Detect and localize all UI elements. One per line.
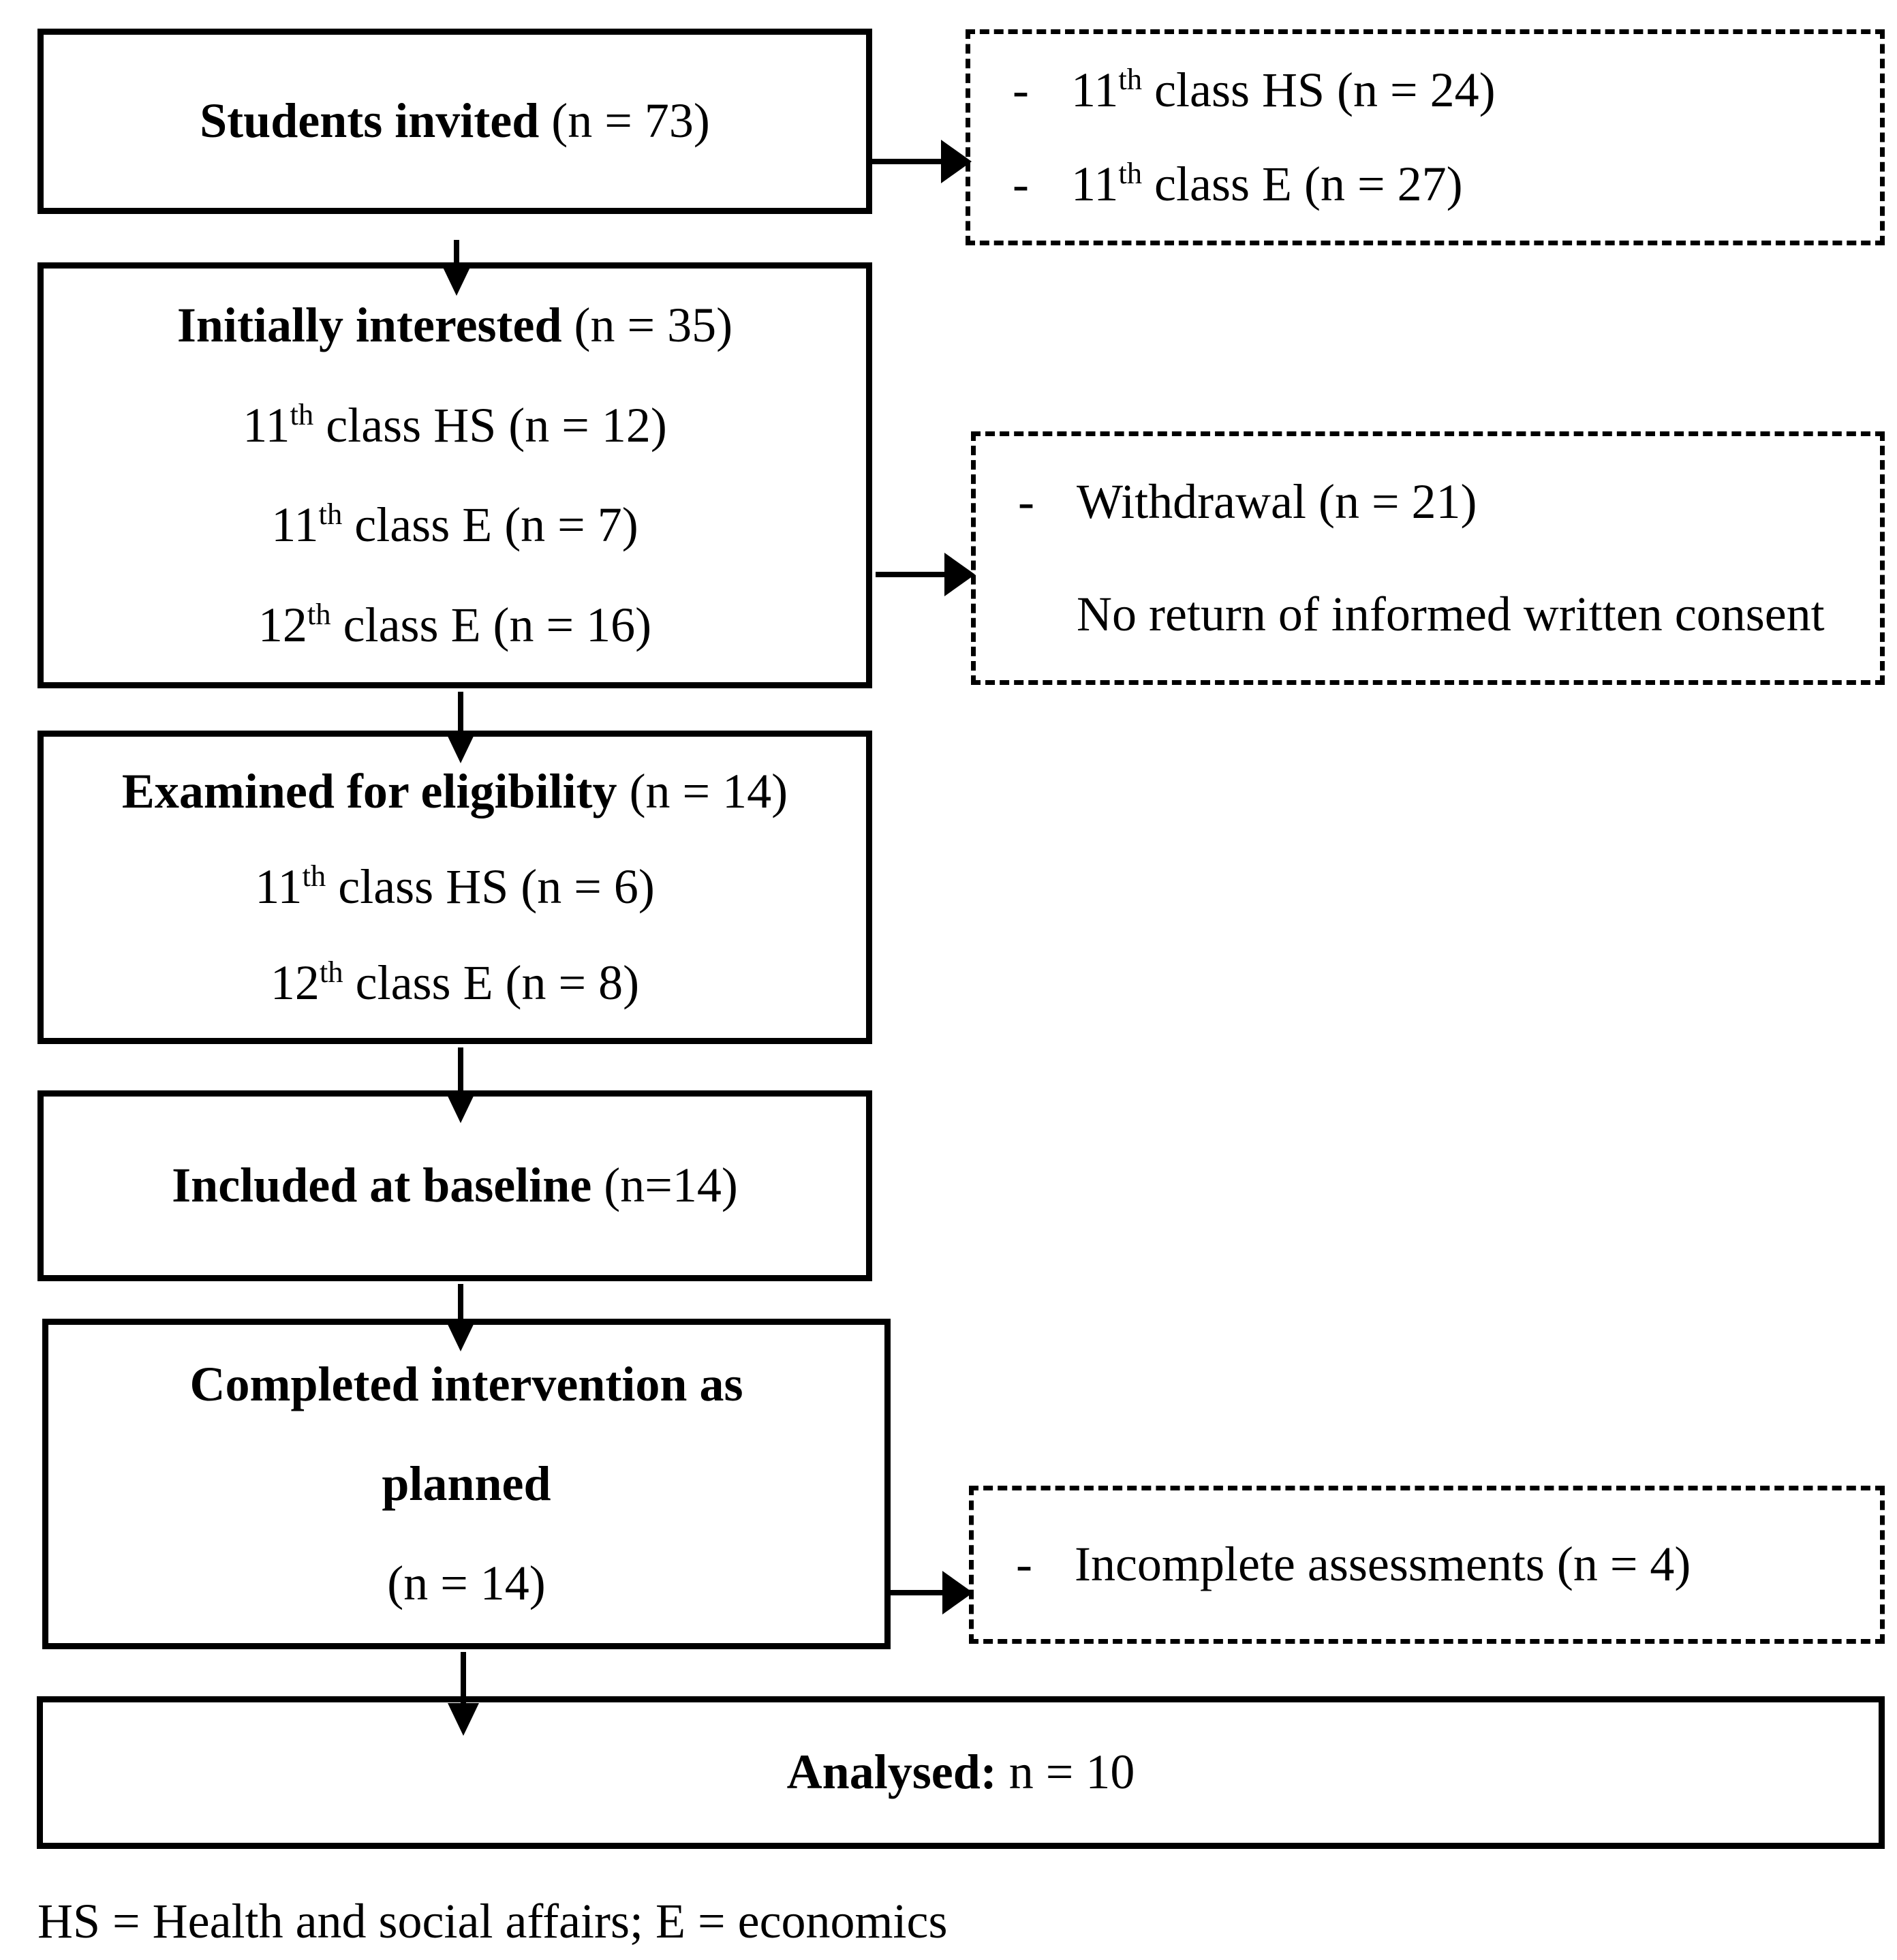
box-completed-line-2: planned	[382, 1456, 551, 1511]
arrow-stem	[876, 572, 946, 577]
box-analysed-title: Analysed:	[786, 1745, 997, 1800]
superscript-th: th	[290, 397, 314, 431]
withdrawal-line-2-text: No return of informed written consent	[1077, 586, 1825, 641]
box-included-baseline-title: Included at baseline	[172, 1158, 592, 1213]
superscript-th: th	[318, 497, 343, 532]
dashed-box-incomplete-assessments: - Incomplete assessments (n = 4)	[969, 1486, 1885, 1644]
withdrawal-line-1-text: Withdrawal (n = 21)	[1077, 474, 1477, 529]
dashed-box-withdrawal: - Withdrawal (n = 21) No return of infor…	[971, 431, 1885, 685]
arrow-right-invited-to-detail	[872, 140, 972, 183]
box-completed-line-1: Completed intervention as	[189, 1356, 743, 1411]
incomplete-line-1: - Incomplete assessments (n = 4)	[974, 1537, 1866, 1591]
box-examined-title: Examined for eligibility	[121, 763, 617, 818]
box-examined-eligibility: Examined for eligibility (n = 14) 11th c…	[37, 731, 872, 1044]
superscript-th: th	[319, 955, 343, 990]
arrow-head-right-icon	[942, 1571, 973, 1614]
box-students-invited-count: (n = 73)	[539, 93, 710, 149]
box-completed-intervention: Completed intervention as planned (n = 1…	[42, 1319, 891, 1649]
invited-detail-line-2: - 11th class E (n = 27)	[970, 157, 1866, 211]
arrow-down-examined-to-baseline	[445, 1047, 476, 1123]
arrow-down-baseline-to-completed	[445, 1284, 476, 1351]
invited-detail-line-1: - 11th class HS (n = 24)	[970, 63, 1866, 117]
arrow-head-down-icon	[441, 263, 472, 296]
arrow-head-down-icon	[445, 1319, 476, 1351]
interested-sub-line-3: 12th class E (n = 16)	[258, 597, 652, 653]
arrow-stem	[458, 1284, 463, 1320]
interested-sub-line-2: 11th class E (n = 7)	[271, 497, 638, 553]
examined-sub-line-2: 12th class E (n = 8)	[270, 955, 640, 1011]
box-initially-interested-title: Initially interested	[176, 297, 562, 352]
arrow-stem	[458, 692, 463, 732]
arrow-head-right-icon	[941, 140, 972, 183]
arrow-stem	[454, 240, 459, 264]
box-completed-count: (n = 14)	[387, 1556, 546, 1611]
arrow-head-right-icon	[944, 553, 975, 596]
invited-detail-line-2-text: 11th class E (n = 27)	[1071, 155, 1463, 211]
box-included-baseline-text: Included at baseline (n=14)	[172, 1159, 738, 1212]
legend-text: HS = Health and social affairs; E = econ…	[37, 1894, 948, 1948]
arrow-down-completed-to-analysed	[448, 1652, 479, 1736]
bullet-dash: -	[1013, 63, 1029, 118]
examined-sub-line-1: 11th class HS (n = 6)	[255, 859, 655, 915]
arrow-stem	[891, 1590, 944, 1595]
bullet-dash: -	[1018, 474, 1034, 529]
box-analysed-text: Analysed: n = 10	[787, 1745, 1135, 1799]
bullet-dash: -	[1013, 156, 1029, 211]
arrow-head-down-icon	[445, 731, 476, 763]
box-analysed: Analysed: n = 10	[37, 1696, 1885, 1849]
superscript-th: th	[307, 597, 331, 632]
arrow-stem	[461, 1652, 466, 1704]
box-initially-interested: Initially interested (n = 35) 11th class…	[37, 262, 872, 688]
box-students-invited-text: Students invited (n = 73)	[200, 94, 710, 148]
withdrawal-line-2: No return of informed written consent	[976, 587, 1866, 641]
superscript-th: th	[1118, 62, 1143, 97]
interested-sub-line-1: 11th class HS (n = 12)	[243, 397, 667, 453]
box-examined-count: (n = 14)	[617, 763, 788, 818]
box-examined-title-line: Examined for eligibility (n = 14)	[121, 763, 788, 818]
arrow-down-invited-to-interested	[441, 240, 472, 296]
superscript-th: th	[302, 859, 326, 893]
dashed-box-invited-detail: - 11th class HS (n = 24) - 11th class E …	[966, 29, 1885, 245]
withdrawal-line-1: - Withdrawal (n = 21)	[976, 474, 1866, 529]
superscript-th: th	[1118, 155, 1143, 190]
box-students-invited: Students invited (n = 73)	[37, 29, 872, 214]
box-included-baseline-count: (n=14)	[591, 1158, 738, 1213]
arrow-stem	[872, 159, 942, 164]
arrow-head-down-icon	[448, 1703, 479, 1736]
arrow-right-interested-to-withdrawal	[876, 553, 975, 596]
box-initially-interested-title-line: Initially interested (n = 35)	[177, 298, 732, 352]
box-initially-interested-count: (n = 35)	[561, 297, 733, 352]
box-students-invited-title: Students invited	[200, 93, 540, 149]
box-analysed-count: n = 10	[996, 1745, 1135, 1800]
invited-detail-line-1-text: 11th class HS (n = 24)	[1071, 62, 1496, 118]
arrow-stem	[458, 1047, 463, 1092]
arrow-right-completed-to-incomplete	[891, 1571, 973, 1614]
arrow-down-interested-to-examined	[445, 692, 476, 763]
incomplete-line-1-text: Incomplete assessments (n = 4)	[1075, 1537, 1691, 1592]
arrow-head-down-icon	[445, 1090, 476, 1123]
bullet-dash: -	[1016, 1537, 1032, 1592]
